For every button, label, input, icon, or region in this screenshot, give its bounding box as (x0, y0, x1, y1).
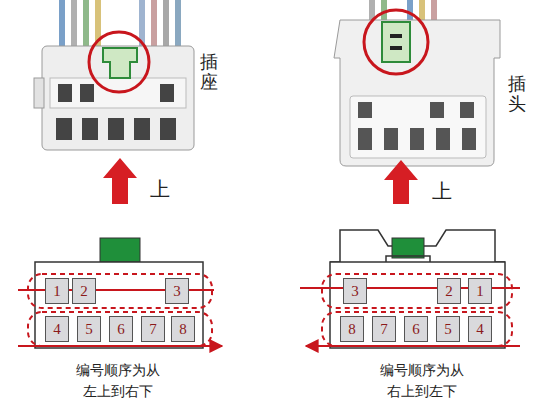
pin-number: 3 (173, 284, 181, 299)
pin-box: 6 (109, 316, 133, 342)
pin-number: 4 (476, 322, 484, 337)
up-arrow (103, 158, 418, 204)
pin-number: 7 (380, 322, 388, 337)
pin-number: 3 (351, 284, 359, 299)
pin-box: 6 (404, 316, 428, 342)
socket-schematic (18, 238, 222, 348)
pin-number: 4 (53, 322, 61, 337)
pin-number: 8 (179, 322, 187, 337)
pin-number: 7 (149, 322, 157, 337)
pin-number: 6 (117, 322, 125, 337)
direction-label: 上 (150, 176, 170, 203)
pin-box: 3 (343, 278, 367, 304)
pin-number: 5 (444, 322, 452, 337)
direction-label: 上 (432, 178, 452, 205)
pin-box: 5 (77, 316, 101, 342)
caption-note: 编号顺序为从 左上到右下 (72, 360, 164, 402)
pin-box: 4 (45, 316, 69, 342)
pin-box: 2 (72, 278, 96, 304)
pin-number: 5 (85, 322, 93, 337)
pin-box: 7 (372, 316, 396, 342)
pin-number: 2 (80, 284, 88, 299)
pin-number: 6 (412, 322, 420, 337)
part-name: 插座 (200, 52, 218, 92)
pin-box: 8 (340, 316, 364, 342)
socket-photo (34, 0, 194, 150)
pin-box: 1 (45, 278, 69, 304)
plug-schematic (300, 230, 520, 348)
pin-box: 3 (165, 278, 189, 304)
pin-box: 7 (141, 316, 165, 342)
pin-number: 8 (348, 322, 356, 337)
pin-box: 1 (468, 278, 492, 304)
plug-photo (334, 0, 500, 166)
part-name: 插头 (508, 74, 526, 114)
pin-number: 2 (445, 284, 453, 299)
pin-box: 5 (436, 316, 460, 342)
pin-number: 1 (53, 284, 61, 299)
pin-box: 2 (437, 278, 461, 304)
pin-box: 4 (468, 316, 492, 342)
caption-note: 编号顺序为从 右上到左下 (376, 360, 468, 402)
pin-number: 1 (476, 284, 484, 299)
pin-box: 8 (171, 316, 195, 342)
